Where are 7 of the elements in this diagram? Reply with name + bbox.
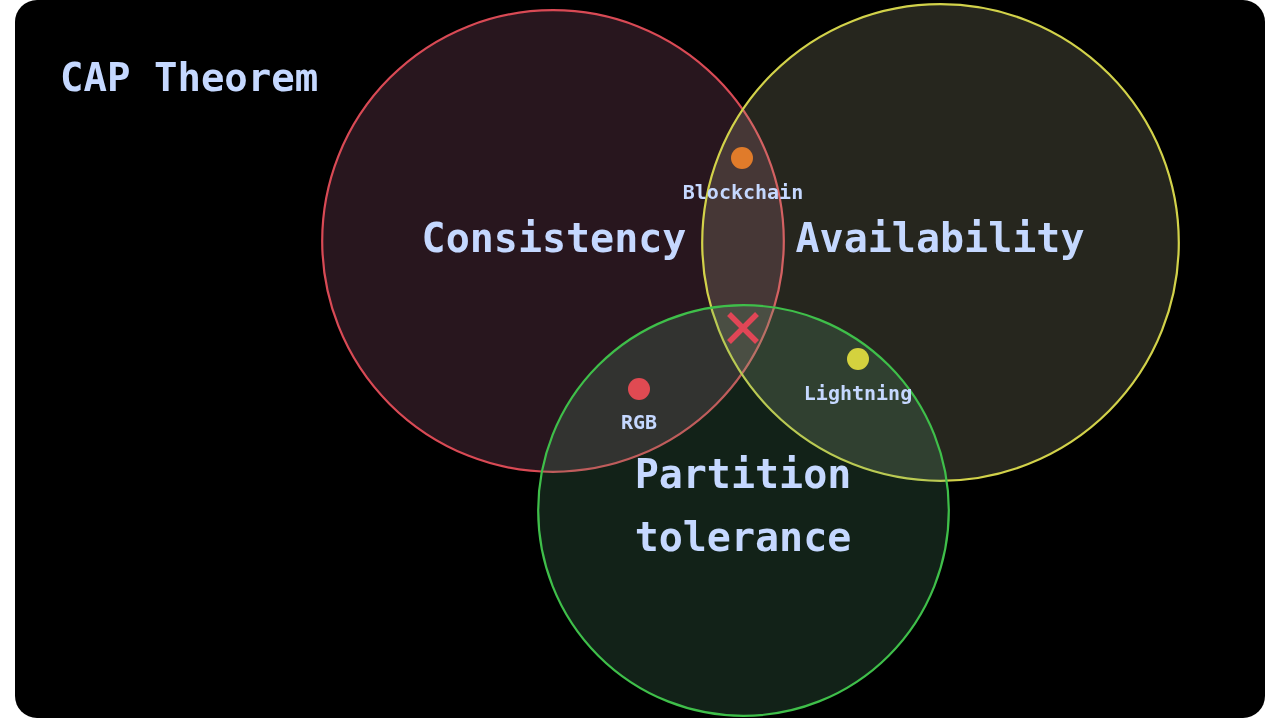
set-label: Partition tolerance (634, 450, 852, 562)
set-label: Consistency (421, 215, 687, 261)
diagram-title: CAP Theorem (60, 55, 319, 101)
set-circle (537, 303, 950, 717)
point-label: Lightning (803, 381, 913, 405)
set-label: Availability (795, 215, 1085, 261)
point-label: RGB (620, 410, 658, 434)
